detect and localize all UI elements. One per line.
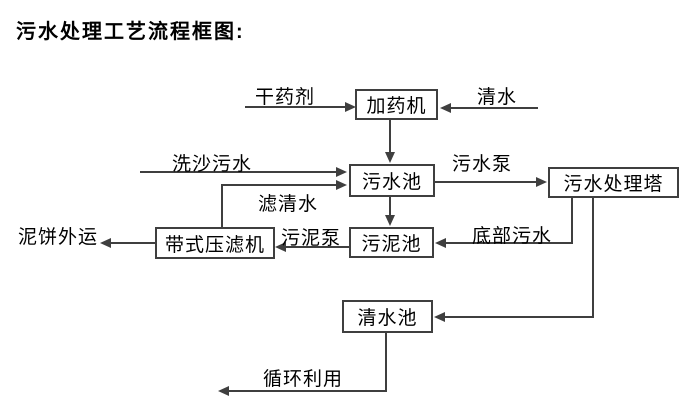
arrowhead-down-icon: [385, 152, 395, 163]
node-sewage-pool: 污水池: [349, 164, 435, 197]
edge-mud-cake-line: [111, 242, 155, 244]
node-clean-water-pool: 清水池: [342, 300, 433, 333]
node-dosing-machine: 加药机: [355, 89, 438, 120]
edge-sewage-pump-line: [435, 181, 536, 183]
edge-filtered-water-vline: [221, 184, 223, 227]
edge-recycle-hline: [229, 390, 387, 392]
label-sludge-pump: 污泥泵: [281, 228, 342, 249]
edge-sand-sewage-line: [140, 171, 337, 173]
arrowhead-left-icon: [100, 238, 111, 248]
label-clean-water: 清水: [477, 87, 518, 108]
edge-bottom-sewage-hline: [446, 242, 573, 244]
arrowhead-left-icon: [275, 242, 286, 252]
edge-sewage-to-sludge-line: [389, 197, 391, 216]
label-filtered-water: 滤清水: [258, 194, 319, 215]
edge-dry-agent-line: [245, 106, 346, 108]
edge-filtered-water-hline: [221, 184, 337, 186]
arrowhead-right-icon: [336, 180, 347, 190]
edge-dosing-to-sewage-line: [389, 120, 391, 154]
edge-recycle-vline: [385, 333, 387, 392]
arrowhead-down-icon: [385, 215, 395, 226]
arrowhead-right-icon: [336, 167, 347, 177]
edge-tower-to-clean-hline: [445, 316, 594, 318]
label-sand-washing-sewage: 洗沙污水: [172, 154, 253, 175]
edge-tower-to-clean-vline: [592, 198, 594, 318]
arrowhead-left-icon: [218, 386, 229, 396]
edge-clean-water-line: [451, 107, 538, 109]
arrowhead-left-icon: [435, 238, 446, 248]
arrowhead-right-icon: [536, 177, 547, 187]
node-treatment-tower: 污水处理塔: [548, 167, 679, 198]
edge-bottom-sewage-vline: [571, 198, 573, 243]
label-dry-agent: 干药剂: [255, 87, 316, 108]
arrowhead-left-icon: [434, 312, 445, 322]
label-mud-cake-out: 泥饼外运: [18, 227, 99, 248]
arrowhead-right-icon: [345, 102, 356, 112]
label-recycle-use: 循环利用: [263, 369, 344, 390]
node-belt-filter-press: 带式压滤机: [155, 227, 275, 259]
node-sludge-pool: 污泥池: [349, 227, 434, 258]
arrowhead-left-icon: [440, 103, 451, 113]
label-bottom-sewage: 底部污水: [472, 226, 553, 247]
edge-sludge-pump-line: [286, 246, 349, 248]
page-title: 污水处理工艺流程框图:: [16, 21, 245, 43]
label-sewage-pump: 污水泵: [452, 154, 513, 175]
